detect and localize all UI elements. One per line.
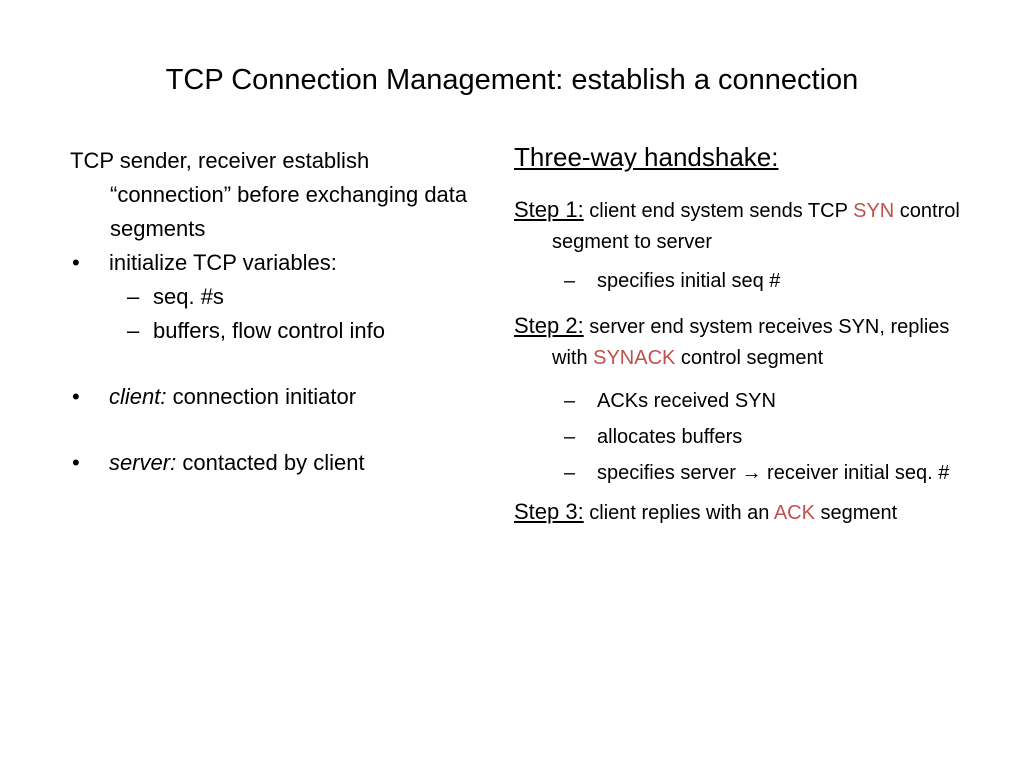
bullet-mark: • <box>72 450 80 475</box>
step-3-text-a: client replies with an <box>583 502 774 524</box>
step-2-text-b: control segment <box>675 347 824 369</box>
dash-mark: – <box>564 426 576 448</box>
step-3: Step 3: client replies with an ACK segme… <box>514 496 984 529</box>
step-2-sub-item-text: ACKs received SYN <box>597 390 776 412</box>
step-2-sub-item: – ACKs received SYN <box>514 386 984 416</box>
slide-title: TCP Connection Management: establish a c… <box>165 64 859 96</box>
step-3-text-b: segment <box>814 502 898 524</box>
server-text: contacted by client <box>176 450 365 475</box>
step-1-label: Step 1: <box>514 197 584 222</box>
sub-bullet-buffers: – buffers, flow control info <box>70 314 490 348</box>
syn-keyword: SYN <box>853 200 895 222</box>
step-2-label: Step 2: <box>514 313 584 338</box>
dash-mark: – <box>564 270 576 292</box>
bullet-server: • server: contacted by client <box>70 446 490 480</box>
dash-mark: – <box>564 462 576 484</box>
step-2-sub-item: – specifies server → receiver initial se… <box>514 458 984 488</box>
bullet-init-vars: • initialize TCP variables: <box>70 246 490 280</box>
step-2: Step 2: server end system receives SYN, … <box>514 310 984 374</box>
step-3-label: Step 3: <box>514 499 584 524</box>
bullet-mark: • <box>72 384 80 409</box>
step-1-sub-item: – specifies initial seq # <box>514 266 984 296</box>
step-2-text-a: server end system receives SYN, replies … <box>552 316 950 369</box>
sub-bullet-seq: – seq. #s <box>70 280 490 314</box>
client-label: client: <box>109 384 167 409</box>
step-1: Step 1: client end system sends TCP SYN … <box>514 194 984 258</box>
synack-keyword: SYNACK <box>593 347 676 369</box>
handshake-heading: Three-way handshake: <box>514 142 779 172</box>
step-1-text-a: client end system sends TCP <box>583 200 854 222</box>
step-2-sub-item-text: allocates buffers <box>597 426 743 448</box>
sub-bullet-buffers-text: buffers, flow control info <box>153 318 385 343</box>
ack-keyword: ACK <box>773 502 815 524</box>
bullet-mark: • <box>72 250 80 275</box>
intro-text: TCP sender, receiver establish “connecti… <box>70 148 468 241</box>
step-1-text-b: control segment to server <box>552 200 960 253</box>
sub-bullet-seq-text: seq. #s <box>153 284 224 309</box>
bullet-init-vars-text: initialize TCP variables: <box>109 250 337 275</box>
dash-mark: – <box>127 284 140 309</box>
step-2-sub-item-text: specifies server → receiver initial seq.… <box>597 462 950 484</box>
step-1-sub-item-text: specifies initial seq # <box>597 270 781 292</box>
client-text: connection initiator <box>166 384 357 409</box>
dash-mark: – <box>564 390 576 412</box>
step-2-sub-item: – allocates buffers <box>514 422 984 452</box>
server-label: server: <box>109 450 177 475</box>
left-column: TCP sender, receiver establish “connecti… <box>70 144 490 480</box>
bullet-client: • client: connection initiator <box>70 380 490 414</box>
right-column: Three-way handshake: Step 1: client end … <box>514 138 984 529</box>
dash-mark: – <box>127 318 140 343</box>
